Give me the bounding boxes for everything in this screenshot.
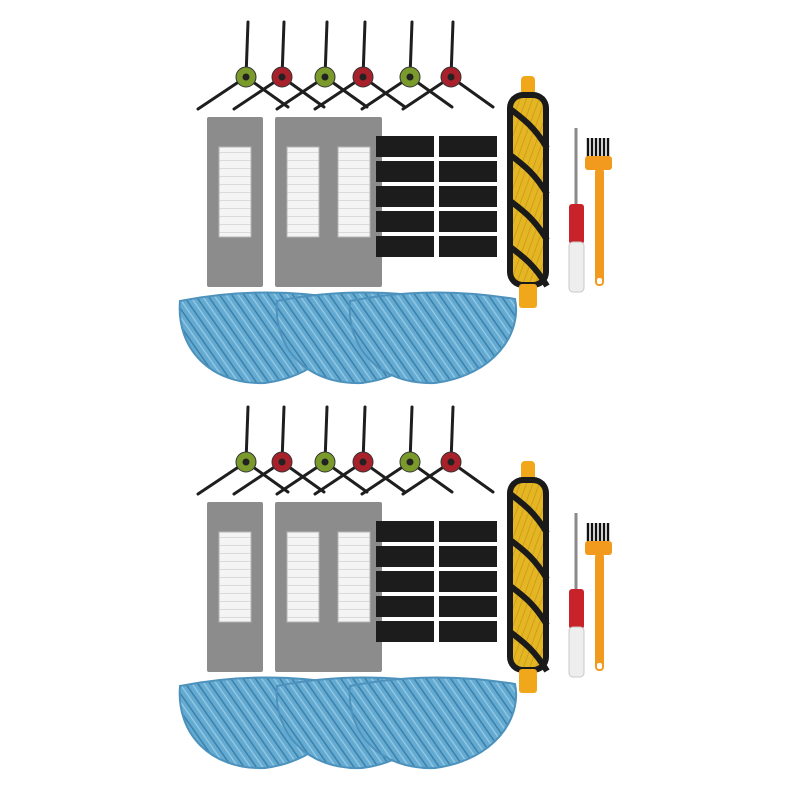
side-brush-hub-center xyxy=(406,73,414,81)
hepa-filter-pleats xyxy=(337,146,371,238)
side-brush xyxy=(196,405,290,496)
sponge-pads xyxy=(376,521,497,642)
hepa-filter xyxy=(207,502,263,672)
side-brush-hub-center xyxy=(447,458,455,466)
sponge-pads xyxy=(376,136,497,257)
side-brush-hub-center xyxy=(278,458,286,466)
sponge-pad xyxy=(376,236,434,257)
cleaning-brush xyxy=(585,138,612,286)
side-brushes xyxy=(196,20,495,111)
main-brush-rubber-flap xyxy=(507,151,550,196)
cleaning-brush-handle xyxy=(595,168,604,286)
mop-pad xyxy=(348,676,518,770)
cleaning-brush xyxy=(585,523,612,671)
side-brush xyxy=(360,20,454,111)
screwdriver-grip xyxy=(568,241,585,293)
main-brush-rubber-flap xyxy=(507,582,550,627)
sponge-pad xyxy=(376,521,434,542)
screwdriver xyxy=(568,513,585,678)
sponge-pad xyxy=(439,621,497,642)
cleaning-brush-head xyxy=(585,156,612,170)
side-brush xyxy=(196,20,290,111)
sponge-pad xyxy=(376,621,434,642)
cleaning-brush-handle xyxy=(595,553,604,671)
hepa-filter xyxy=(275,117,331,287)
side-brush xyxy=(275,20,369,111)
hepa-filter-pleats xyxy=(218,531,252,623)
main-brush-rubber-flap xyxy=(507,197,550,242)
sponge-pad xyxy=(439,546,497,567)
sponge-pad xyxy=(439,521,497,542)
main-brush-end-cap xyxy=(519,669,537,693)
sponge-pad xyxy=(439,186,497,207)
hepa-filter-pleats xyxy=(286,146,320,238)
side-brush-hub-center xyxy=(406,458,414,466)
side-brush xyxy=(401,405,495,496)
cleaning-brush-hang-hole xyxy=(597,278,602,284)
sponge-pad xyxy=(439,571,497,592)
mop-pad xyxy=(348,291,518,385)
side-brush xyxy=(313,20,407,111)
main-brush-bristles xyxy=(513,483,543,667)
sponge-pad xyxy=(376,546,434,567)
side-brush-hub-center xyxy=(359,458,367,466)
sponge-pad xyxy=(439,136,497,157)
main-brush-rubber-flap xyxy=(507,628,550,673)
cleaning-brush-hang-hole xyxy=(597,663,602,669)
side-brush-hub-center xyxy=(359,73,367,81)
hepa-filter xyxy=(326,117,382,287)
sponge-pad xyxy=(376,136,434,157)
sponge-pad xyxy=(376,186,434,207)
sponge-pad xyxy=(439,236,497,257)
hepa-filter-pleats xyxy=(337,531,371,623)
main-brush-rubber-flap xyxy=(507,243,550,288)
side-brush xyxy=(401,20,495,111)
hepa-filter xyxy=(326,502,382,672)
cleaning-brush-head xyxy=(585,541,612,555)
side-brush-hub-center xyxy=(242,73,250,81)
main-brush-end-cap xyxy=(519,284,537,308)
side-brush-hub-center xyxy=(278,73,286,81)
sponge-pad xyxy=(439,596,497,617)
sponge-pad xyxy=(439,161,497,182)
hepa-filter xyxy=(275,502,331,672)
screwdriver xyxy=(568,128,585,293)
screwdriver-handle xyxy=(569,204,584,244)
screwdriver-handle xyxy=(569,589,584,629)
hepa-filter-pleats xyxy=(286,531,320,623)
side-brush-hub-center xyxy=(242,458,250,466)
sponge-pad xyxy=(376,211,434,232)
sponge-pad xyxy=(376,161,434,182)
main-brush xyxy=(507,76,550,308)
main-brush-bristles xyxy=(513,98,543,282)
side-brush-hub-center xyxy=(321,458,329,466)
side-brush xyxy=(313,405,407,496)
hepa-filter xyxy=(207,117,263,287)
kit-top xyxy=(178,20,612,385)
main-brush-rubber-flap xyxy=(507,490,550,535)
main-brush-rubber-flap xyxy=(507,105,550,150)
hepa-filters xyxy=(207,502,382,672)
side-brush-hub-center xyxy=(447,73,455,81)
kit-bottom xyxy=(178,405,612,770)
hepa-filter-pleats xyxy=(218,146,252,238)
main-brush-rubber-flap xyxy=(507,536,550,581)
sponge-pad xyxy=(376,571,434,592)
side-brushes xyxy=(196,405,495,496)
screwdriver-grip xyxy=(568,626,585,678)
mop-pads xyxy=(178,676,518,770)
sponge-pad xyxy=(439,211,497,232)
hepa-filters xyxy=(207,117,382,287)
mop-pads xyxy=(178,291,518,385)
side-brush-hub-center xyxy=(321,73,329,81)
sponge-pad xyxy=(376,596,434,617)
main-brush xyxy=(507,461,550,693)
side-brush xyxy=(275,405,369,496)
